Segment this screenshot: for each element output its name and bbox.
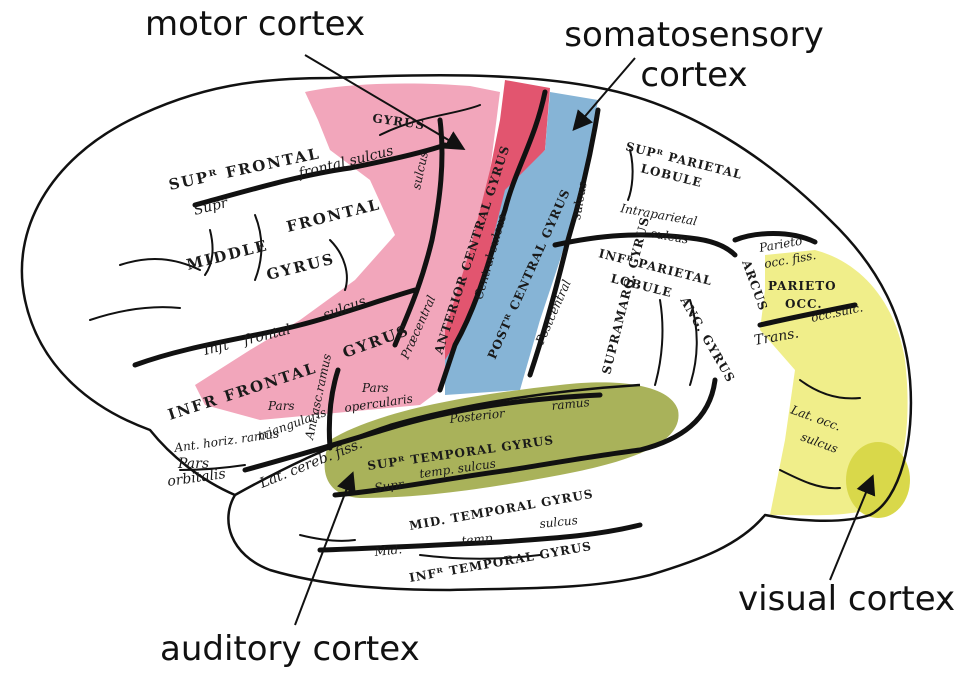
label-intraparietal-b: sulcus: [649, 226, 689, 246]
label-mid-temp-sulcus-c: sulcus: [539, 513, 579, 531]
auditory-cortex-callout: auditory cortex: [160, 630, 420, 668]
somatosensory-cortex-callout-line1: somatosensory: [560, 16, 828, 54]
label-middle: MIDDLE: [185, 236, 270, 274]
label-gyrus-mid: GYRUS: [265, 250, 337, 284]
label-mid-temp-sulcus-a: Mid.: [373, 542, 403, 559]
label-intraparietal-a: Intraparietal: [618, 201, 698, 228]
visual-cortex-pole: [846, 442, 910, 518]
label-frontal: FRONTAL: [285, 195, 383, 236]
label-pars-triangularis-a: Pars: [267, 399, 295, 413]
label-supramarg-gyrus: SUPRAMARG. GYRUS: [599, 215, 652, 376]
label-inft-frontal-a: Inft: [201, 337, 231, 359]
motor-cortex-callout: motor cortex: [145, 5, 365, 43]
label-ang-gyrus: ANG. GYRUS: [677, 294, 738, 385]
label-parieto-occ-a: PARIETO: [768, 279, 837, 293]
label-pars-opercularis-a: Pars: [361, 381, 389, 395]
somatosensory-cortex-callout-line2: cortex: [560, 56, 828, 94]
label-supr-frontal-sulcus-a: Supr: [192, 195, 230, 219]
visual-cortex-callout: visual cortex: [738, 580, 955, 618]
label-mid-temp-sulcus-b: temp.: [461, 530, 497, 548]
label-ant-horiz-ramus: Ant. horiz. ramus: [172, 426, 279, 455]
